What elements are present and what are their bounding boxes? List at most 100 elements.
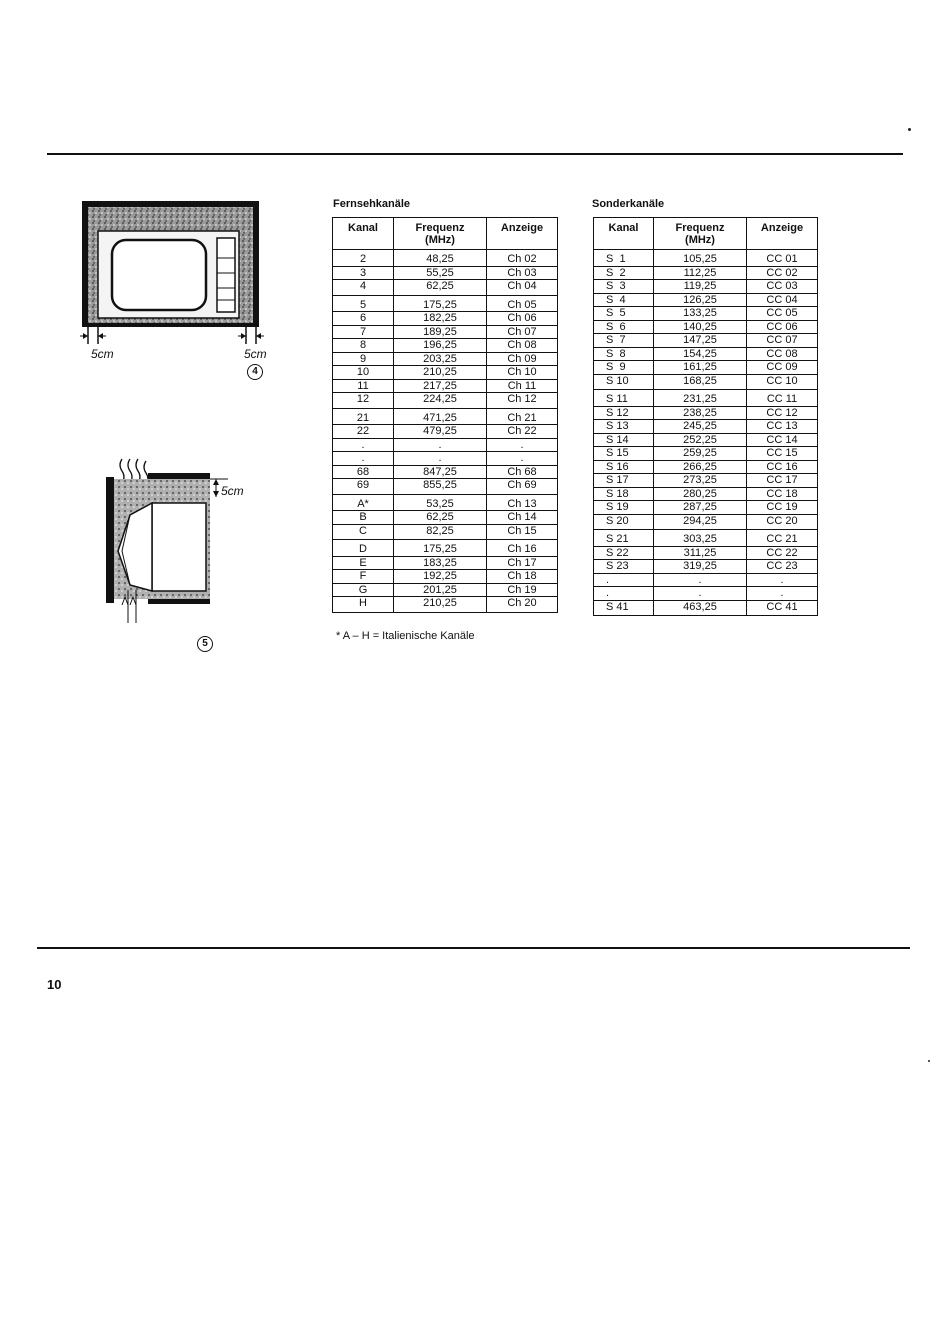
frequenz-cell: 311,25 xyxy=(653,545,747,560)
kanal-cell: S 16 xyxy=(593,459,654,474)
anzeige-cell: Ch 69 xyxy=(486,478,558,494)
kanal-cell: 68 xyxy=(332,464,394,479)
kanal-cell: D xyxy=(332,539,394,556)
tv-clearance-illustration xyxy=(80,201,264,344)
frequenz-cell: 266,25 xyxy=(653,459,747,474)
frequenz-cell: 210,25 xyxy=(393,365,487,379)
frequenz-cell: 82,25 xyxy=(393,523,487,540)
frequenz-cell: 217,25 xyxy=(393,378,487,393)
frequenz-cell: 175,25 xyxy=(393,539,487,556)
anzeige-cell: CC 10 xyxy=(746,373,818,390)
frequenz-cell: 319,25 xyxy=(653,559,747,573)
kanal-cell: 5 xyxy=(332,294,394,312)
anzeige-cell: Ch 68 xyxy=(486,464,558,479)
kanal-cell: 7 xyxy=(332,324,394,339)
frequenz-cell: 201,25 xyxy=(393,582,487,597)
kanal-cell: S 17 xyxy=(593,473,654,487)
frequenz-cell: 55,25 xyxy=(393,265,487,280)
kanal-cell: . xyxy=(332,437,394,452)
col-kanal: Kanal xyxy=(332,217,394,250)
frequenz-cell: 175,25 xyxy=(393,294,487,312)
frequenz-cell: 847,25 xyxy=(393,464,487,479)
kanal-cell: S 11 xyxy=(593,389,654,406)
frequenz-cell: 192,25 xyxy=(393,569,487,583)
frequenz-cell: 273,25 xyxy=(653,473,747,487)
frequenz-cell: 133,25 xyxy=(653,306,747,320)
anzeige-cell: CC 41 xyxy=(746,599,818,616)
kanal-cell: B xyxy=(332,510,394,524)
anzeige-cell: CC 12 xyxy=(746,405,818,420)
top-rule xyxy=(47,153,903,155)
figure-number-5: 5 xyxy=(197,636,213,652)
kanal-cell: S 4 xyxy=(593,292,654,307)
anzeige-cell: . xyxy=(746,572,818,587)
kanal-cell: E xyxy=(332,555,394,570)
frequenz-cell: 231,25 xyxy=(653,389,747,406)
frequenz-cell: 182,25 xyxy=(393,311,487,325)
kanal-cell: 9 xyxy=(332,351,394,366)
kanal-cell: S 18 xyxy=(593,486,654,501)
anzeige-cell: CC 21 xyxy=(746,529,818,546)
frequenz-cell: 189,25 xyxy=(393,324,487,339)
kanal-cell: C xyxy=(332,523,394,540)
frequenz-cell: 210,25 xyxy=(393,596,487,612)
kanal-cell: 8 xyxy=(332,338,394,352)
anzeige-cell: CC 08 xyxy=(746,346,818,361)
kanal-cell: S 8 xyxy=(593,346,654,361)
kanal-cell: A* xyxy=(332,493,394,511)
kanal-cell: . xyxy=(593,572,654,587)
table-row: ... xyxy=(593,586,818,600)
frequenz-cell: 224,25 xyxy=(393,392,487,408)
kanal-cell: S 5 xyxy=(593,306,654,320)
frequenz-cell: 105,25 xyxy=(653,249,747,266)
frequenz-cell: 140,25 xyxy=(653,319,747,334)
anzeige-cell: CC 17 xyxy=(746,473,818,487)
anzeige-cell: . xyxy=(486,451,558,465)
anzeige-cell: Ch 06 xyxy=(486,311,558,325)
anzeige-cell: CC 18 xyxy=(746,486,818,501)
frequenz-cell: 48,25 xyxy=(393,249,487,266)
anzeige-cell: Ch 18 xyxy=(486,569,558,583)
kanal-cell: 22 xyxy=(332,424,394,438)
kanal-cell: S 19 xyxy=(593,500,654,514)
anzeige-cell: Ch 12 xyxy=(486,392,558,408)
frequenz-cell: 471,25 xyxy=(393,407,487,425)
col-anzeige: Anzeige xyxy=(486,217,558,250)
anzeige-cell: CC 07 xyxy=(746,333,818,347)
tv-ventilation-illustration xyxy=(106,458,228,623)
right-clearance-label: 5cm xyxy=(244,347,267,361)
frequenz-cell: 463,25 xyxy=(653,599,747,616)
anzeige-cell: CC 09 xyxy=(746,360,818,374)
anzeige-cell: CC 11 xyxy=(746,389,818,406)
frequenz-cell: 119,25 xyxy=(653,279,747,293)
anzeige-cell: CC 03 xyxy=(746,279,818,293)
anzeige-cell: . xyxy=(746,586,818,600)
kanal-cell: S 1 xyxy=(593,249,654,266)
anzeige-cell: CC 05 xyxy=(746,306,818,320)
tv-table-title: Fernsehkanäle xyxy=(333,198,411,210)
kanal-cell: 11 xyxy=(332,378,394,393)
anzeige-cell: Ch 14 xyxy=(486,510,558,524)
anzeige-cell: Ch 04 xyxy=(486,279,558,295)
col-anzeige: Anzeige xyxy=(746,217,818,250)
kanal-cell: S 12 xyxy=(593,405,654,420)
anzeige-cell: CC 01 xyxy=(746,249,818,266)
